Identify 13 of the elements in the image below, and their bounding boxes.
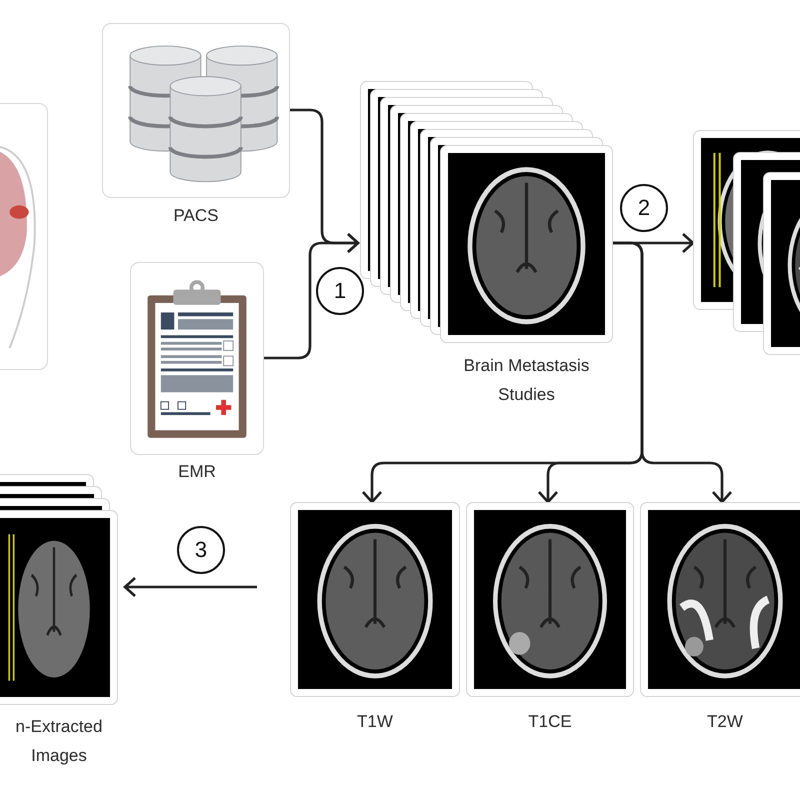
image-caption: PACS (172, 205, 220, 227)
image-caption: T1CE (527, 711, 573, 733)
image-caption: EMR (177, 461, 217, 483)
image-caption: T2W (706, 711, 744, 733)
step-number: 3 (177, 526, 225, 574)
arrow (264, 232, 360, 360)
step-number: 1 (316, 267, 364, 315)
step-number: 2 (620, 184, 668, 232)
arrow (613, 242, 732, 504)
image-caption: Brain Metastasis Studies (462, 355, 590, 406)
arrow (124, 576, 257, 598)
image-caption: n-Extracted Images (14, 716, 104, 767)
image-caption: T1W (356, 711, 394, 733)
